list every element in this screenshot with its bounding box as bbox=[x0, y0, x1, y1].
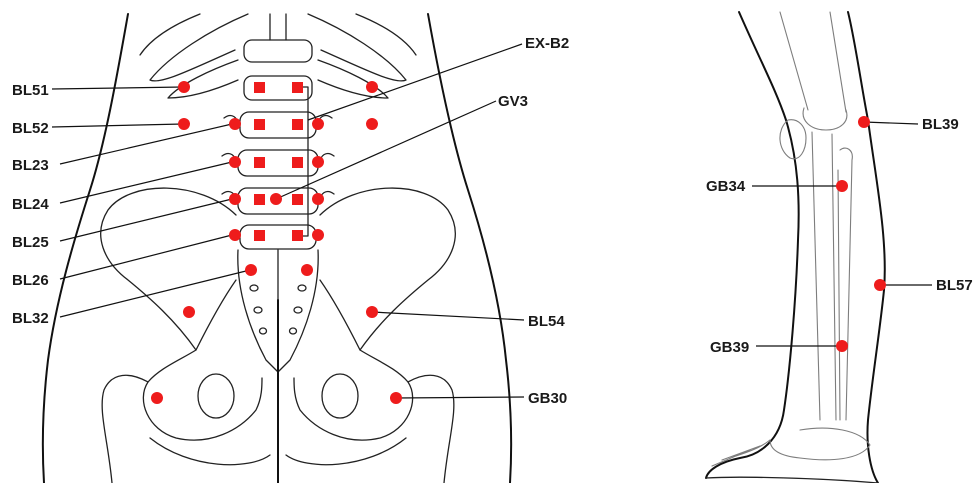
rib-left-3 bbox=[168, 60, 238, 98]
label-exb2: EX-B2 bbox=[525, 35, 569, 52]
label-bl54: BL54 bbox=[528, 313, 565, 330]
label-bl24: BL24 bbox=[12, 196, 49, 213]
point-exb2-l5-left bbox=[254, 230, 265, 241]
label-gb30: GB30 bbox=[528, 390, 567, 407]
leg-outline-back bbox=[706, 12, 799, 478]
point-exb2-l1-right bbox=[292, 82, 303, 93]
point-bl52-left bbox=[178, 118, 190, 130]
back-figure bbox=[43, 14, 511, 483]
label-bl52: BL52 bbox=[12, 120, 49, 137]
label-bl25: BL25 bbox=[12, 234, 49, 251]
point-gb34 bbox=[836, 180, 848, 192]
point-bl23-right bbox=[312, 118, 324, 130]
label-bl39: BL39 bbox=[922, 116, 959, 133]
point-bl57 bbox=[874, 279, 886, 291]
label-bl57: BL57 bbox=[936, 277, 973, 294]
point-bl54-left bbox=[183, 306, 195, 318]
point-bl32-left bbox=[245, 264, 257, 276]
lumbar-spine bbox=[222, 14, 334, 249]
point-exb2-l4-left bbox=[254, 194, 265, 205]
point-bl24-left bbox=[229, 156, 241, 168]
label-gb34: GB34 bbox=[706, 178, 746, 195]
point-bl25-right bbox=[312, 193, 324, 205]
point-bl51-right bbox=[366, 81, 378, 93]
point-gb30-right bbox=[390, 392, 402, 404]
ilium-left bbox=[101, 188, 236, 350]
point-exb2-l3-left bbox=[254, 157, 265, 168]
point-gv3 bbox=[270, 193, 282, 205]
point-bl25-left bbox=[229, 193, 241, 205]
obturator-left bbox=[198, 374, 234, 418]
leg-outline-front bbox=[848, 12, 885, 483]
point-bl51-left bbox=[178, 81, 190, 93]
leg-figure bbox=[706, 12, 885, 483]
point-exb2-l4-right bbox=[292, 194, 303, 205]
label-bl23: BL23 bbox=[12, 157, 49, 174]
rib-right-1 bbox=[308, 14, 406, 81]
label-bl51: BL51 bbox=[12, 82, 49, 99]
rib-right-2 bbox=[356, 14, 416, 55]
point-gb30-left bbox=[151, 392, 163, 404]
point-bl54-right bbox=[366, 306, 378, 318]
point-bl26-right bbox=[312, 229, 324, 241]
point-exb2-l2-left bbox=[254, 119, 265, 130]
point-labels: BL51 BL52 BL23 BL24 BL25 BL26 BL32 EX-B2… bbox=[12, 35, 973, 407]
acupoint-markers bbox=[151, 81, 886, 404]
point-bl32-right bbox=[301, 264, 313, 276]
point-bl24-right bbox=[312, 156, 324, 168]
point-bl52-right bbox=[366, 118, 378, 130]
body-outline-left bbox=[43, 14, 128, 483]
label-bl32: BL32 bbox=[12, 310, 49, 327]
obturator-right bbox=[322, 374, 358, 418]
rib-right-3 bbox=[318, 60, 388, 98]
point-exb2-l2-right bbox=[292, 119, 303, 130]
rib-left-2 bbox=[140, 14, 200, 55]
point-bl23-left bbox=[229, 118, 241, 130]
point-bl26-left bbox=[229, 229, 241, 241]
label-gb39: GB39 bbox=[710, 339, 749, 356]
point-gb39 bbox=[836, 340, 848, 352]
ilium-right bbox=[320, 188, 455, 350]
body-outline-right bbox=[428, 14, 511, 483]
rib-left-1 bbox=[150, 14, 248, 81]
label-bl26: BL26 bbox=[12, 272, 49, 289]
point-exb2-l1-left bbox=[254, 82, 265, 93]
point-exb2-l5-right bbox=[292, 230, 303, 241]
point-exb2-l3-right bbox=[292, 157, 303, 168]
label-gv3: GV3 bbox=[498, 93, 528, 110]
point-bl39 bbox=[858, 116, 870, 128]
